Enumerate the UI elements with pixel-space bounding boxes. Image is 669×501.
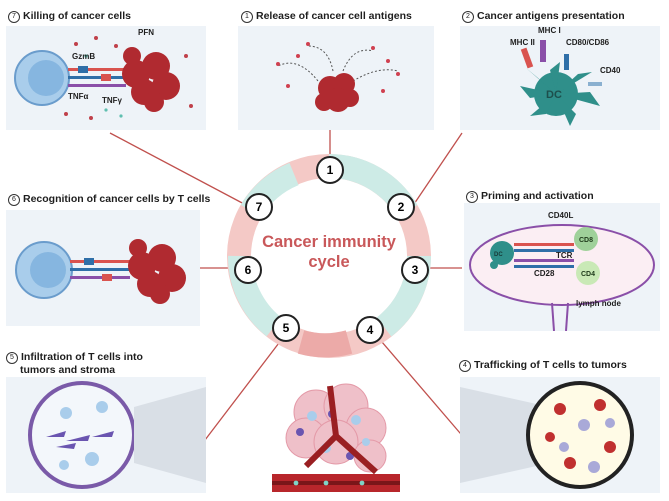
step-3-panel: DC CD8 CD4 CD40L TCR CD28 lymph node — [464, 203, 660, 331]
ring-num-6: 6 — [234, 256, 262, 284]
connector-5 — [204, 334, 286, 441]
label-tnfy: TNFγ — [102, 96, 122, 105]
antigen-release-illustration — [276, 42, 400, 112]
label-tcr: TCR — [556, 251, 573, 260]
infiltration-zoom — [28, 381, 206, 489]
label-tnfa: TNFα — [68, 92, 89, 101]
connector-7 — [109, 132, 247, 206]
label-cd40l: CD40L — [548, 211, 574, 220]
label-cd28: CD28 — [534, 269, 555, 278]
dendritic-cell — [520, 62, 600, 126]
step-4-panel — [460, 377, 660, 493]
tumor-cell — [315, 73, 359, 112]
connector-4 — [375, 334, 467, 441]
trafficking-zoom — [460, 381, 634, 489]
step-7-panel: PFN GzmB TNFα TNFγ — [6, 26, 206, 130]
killing-illustration — [14, 36, 193, 120]
ring-num-1: 1 — [316, 156, 344, 184]
dc-illustration: DC — [520, 40, 602, 126]
step-2-panel: DC MHC I MHC II CD80/CD86 CD40 — [460, 26, 660, 130]
ring-num-4: 4 — [356, 316, 384, 344]
tumor-vessel-illustration — [272, 383, 400, 492]
label-cd80: CD80/CD86 — [566, 38, 610, 47]
ring-num-2: 2 — [387, 193, 415, 221]
step-6-panel — [6, 210, 200, 326]
connector-2 — [409, 132, 463, 211]
cycle-title: Cancer immunity cycle — [229, 232, 429, 272]
label-mhc2: MHC II — [510, 38, 535, 47]
cycle-title-line2: cycle — [308, 253, 350, 271]
label-lymph-node: lymph node — [576, 299, 621, 308]
lymph-node-illustration: DC CD8 CD4 — [469, 224, 655, 331]
label-gzmb: GzmB — [72, 52, 96, 61]
label-dc: DC — [546, 89, 562, 101]
label-cd4: CD4 — [581, 271, 595, 278]
ring-num-5: 5 — [272, 314, 300, 342]
step-1-panel — [238, 26, 434, 130]
ring-num-7: 7 — [245, 193, 273, 221]
label-mhc1: MHC I — [538, 26, 561, 35]
step-5-panel — [6, 377, 206, 493]
label-pfn: PFN — [138, 28, 154, 37]
ring-num-3: 3 — [401, 256, 429, 284]
recognition-illustration — [15, 239, 186, 304]
label-cd8: CD8 — [579, 237, 593, 244]
cancer-cell — [122, 47, 180, 112]
label-cd40: CD40 — [600, 66, 621, 75]
label-dc2: DC — [494, 252, 503, 258]
cycle-title-line1: Cancer immunity — [262, 233, 396, 251]
